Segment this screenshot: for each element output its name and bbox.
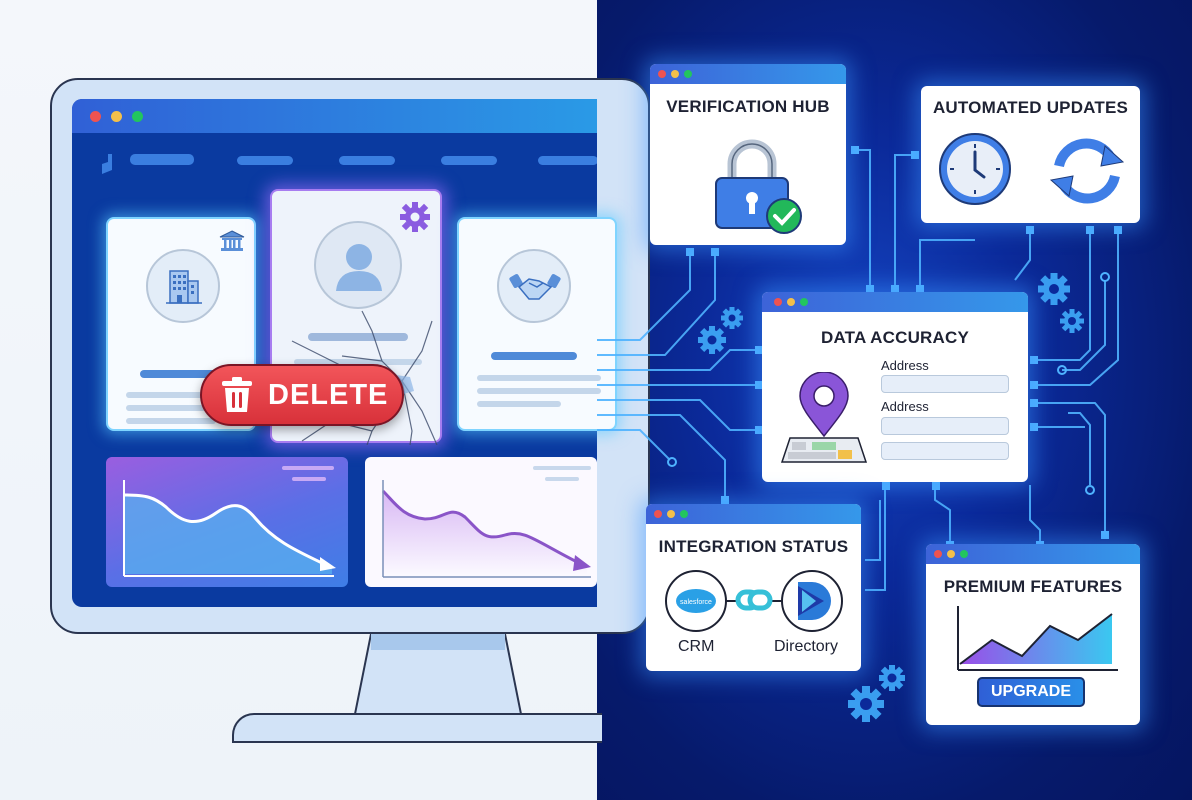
crm-label: CRM: [678, 638, 715, 655]
app-logo-icon: [102, 154, 112, 174]
gears-icon: [698, 307, 743, 354]
monitor-stand-base: [232, 713, 602, 743]
bank-icon: [219, 230, 245, 251]
nav-brand-pill[interactable]: [130, 154, 194, 165]
text-placeholder: [294, 359, 422, 365]
close-dot[interactable]: [90, 111, 101, 122]
automated-updates-panel[interactable]: AUTOMATED UPDATES: [921, 86, 1140, 223]
user-icon: [336, 244, 382, 291]
gears-icon: [1038, 273, 1084, 333]
monitor-stand-neck: [353, 634, 523, 714]
title-placeholder: [140, 370, 226, 378]
address-label-2: Address: [881, 399, 929, 414]
clock-icon: [939, 133, 1011, 205]
title-placeholder: [491, 352, 577, 360]
panel-title: INTEGRATION STATUS: [658, 537, 849, 556]
map-pin-icon: [780, 372, 868, 463]
text-placeholder: [477, 401, 561, 407]
gear-icon[interactable]: [399, 201, 431, 233]
integration-status-panel[interactable]: INTEGRATION STATUS salesforce CRM Direct…: [646, 504, 861, 671]
chain-link-icon: [735, 589, 773, 611]
panel-titlebar: [646, 504, 861, 524]
nav-item-1[interactable]: [237, 156, 293, 165]
handshake-icon: [509, 274, 561, 300]
maximize-dot[interactable]: [132, 111, 143, 122]
data-accuracy-panel[interactable]: DATA ACCURACY Address Address: [762, 292, 1028, 482]
panel-title: VERIFICATION HUB: [666, 97, 830, 116]
upgrade-button[interactable]: UPGRADE: [977, 677, 1085, 707]
panel-title: AUTOMATED UPDATES: [932, 98, 1129, 117]
text-placeholder: [126, 392, 238, 398]
text-placeholder: [477, 388, 601, 394]
title-placeholder: [308, 333, 408, 341]
address-label-1: Address: [881, 358, 929, 373]
partner-card[interactable]: [457, 217, 617, 431]
padlock-icon: [715, 139, 802, 234]
salesforce-logo-icon: salesforce: [676, 589, 716, 613]
directory-label: Directory: [774, 638, 839, 655]
delete-label: DELETE: [268, 378, 389, 411]
panel-titlebar: [926, 544, 1140, 564]
avatar-circle: [146, 249, 220, 323]
text-placeholder: [477, 375, 601, 381]
refresh-icon: [1049, 138, 1125, 204]
decline-chart: [123, 466, 336, 577]
circuit-lines: [597, 146, 1122, 591]
delete-button[interactable]: DELETE: [200, 364, 404, 426]
check-icon: [766, 198, 802, 234]
directory-logo-icon: [798, 582, 831, 620]
address-input-1[interactable]: [881, 375, 1009, 393]
window-titlebar: [72, 99, 597, 133]
text-placeholder: [126, 405, 238, 411]
minimize-dot[interactable]: [111, 111, 122, 122]
nav-item-4[interactable]: [538, 156, 597, 165]
trend-chart-1[interactable]: [106, 457, 348, 587]
panel-titlebar: [650, 64, 846, 84]
panel-title: DATA ACCURACY: [820, 328, 970, 347]
nav-item-3[interactable]: [441, 156, 497, 165]
text-placeholder: [126, 418, 216, 424]
verification-hub-panel[interactable]: VERIFICATION HUB: [650, 64, 846, 245]
trend-chart-2[interactable]: [365, 457, 597, 587]
panel-titlebar: [762, 292, 1028, 312]
premium-features-panel[interactable]: PREMIUM FEATURES UPGRADE: [926, 544, 1140, 725]
building-icon: [166, 270, 202, 304]
growth-chart: [957, 606, 1118, 671]
decline-chart: [381, 466, 591, 578]
address-input-3[interactable]: [881, 442, 1009, 460]
address-input-2[interactable]: [881, 417, 1009, 435]
avatar-circle: [314, 221, 402, 309]
panel-title: PREMIUM FEATURES: [943, 577, 1123, 596]
avatar-circle: [497, 249, 571, 323]
svg-text:salesforce: salesforce: [680, 599, 712, 606]
trash-icon: [222, 377, 252, 412]
integration-diagram: salesforce: [665, 570, 843, 632]
gears-icon: [848, 665, 905, 722]
nav-item-2[interactable]: [339, 156, 395, 165]
